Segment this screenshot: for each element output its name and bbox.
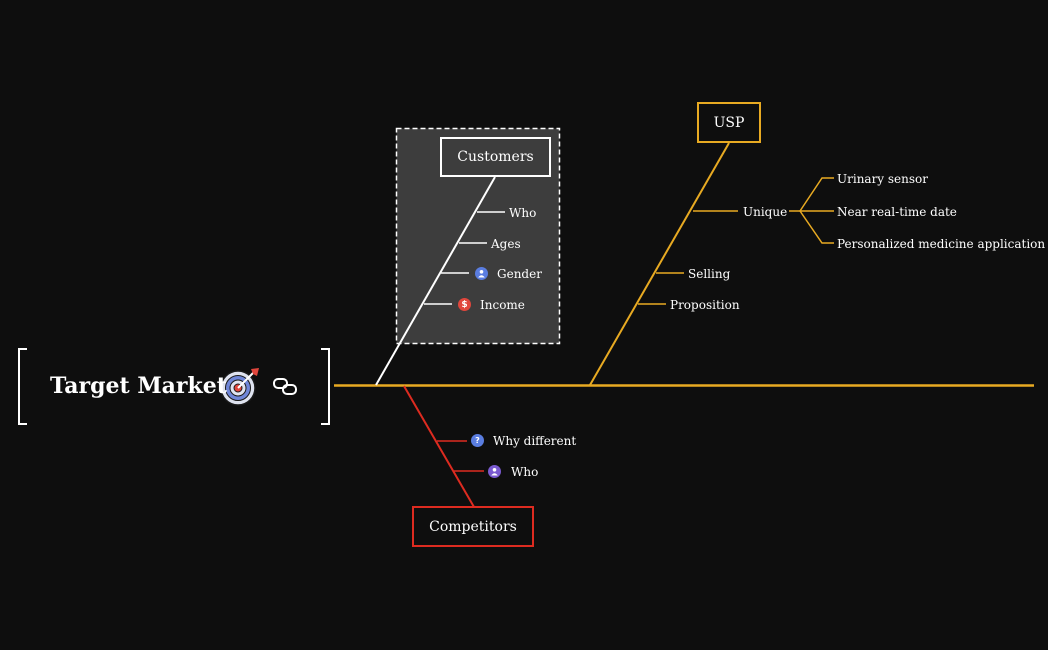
customers-item-gender[interactable]: Gender [497,267,542,281]
usp-item-proposition[interactable]: Proposition [670,298,740,312]
unique-child-personalized-medicine[interactable]: Personalized medicine application [837,237,1046,251]
unique-brace [799,177,834,244]
competitors-node[interactable]: Competitors [412,506,534,547]
usp-item-selling[interactable]: Selling [688,267,731,281]
question-icon: ? [471,434,484,447]
usp-node[interactable]: USP [697,102,761,143]
competitors-bone [403,385,475,508]
customers-group-box [395,127,561,345]
person-icon [488,465,501,478]
customers-item-income[interactable]: Income [480,298,525,312]
customers-title: Customers [457,149,534,165]
person-icon [475,267,488,280]
root-title[interactable]: Target Market [50,373,227,399]
usp-bone [589,142,730,386]
dollar-icon: $ [458,298,471,311]
link-icon [273,378,297,395]
customers-node[interactable]: Customers [440,137,551,177]
customers-item-ages[interactable]: Ages [491,237,521,251]
target-icon [220,368,259,406]
root-bracket-left [18,348,27,425]
usp-item-unique[interactable]: Unique [743,205,788,219]
customers-item-who[interactable]: Who [509,206,537,220]
usp-title: USP [713,114,745,131]
unique-child-urinary-sensor[interactable]: Urinary sensor [837,172,929,186]
root-bracket-right [321,348,330,425]
competitors-item-why-different[interactable]: Why different [493,434,577,448]
customers-bone [375,176,496,386]
unique-child-near-real-time[interactable]: Near real-time date [837,205,957,219]
competitors-title: Competitors [429,518,517,535]
competitors-item-who[interactable]: Who [511,465,539,479]
